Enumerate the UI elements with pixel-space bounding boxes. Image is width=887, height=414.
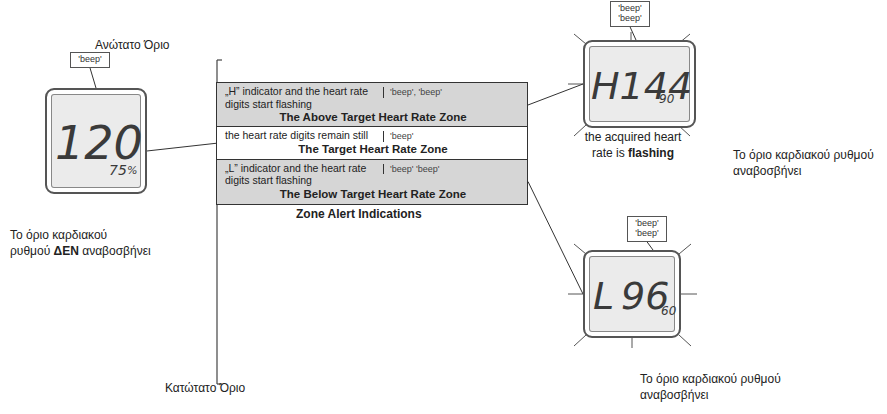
table-caption: Zone Alert Indications: [296, 207, 422, 221]
beep-sound: 'beep' 'beep': [618, 3, 641, 23]
leader-line: [630, 27, 636, 40]
upper-limit-label: Ανώτατο Όριο: [95, 38, 170, 54]
beep-bubble: 'beep': [70, 52, 110, 68]
note-label: αναβοσβήνει: [82, 244, 150, 258]
display-value: %: [127, 164, 137, 177]
note-label: ΔΕΝ: [54, 244, 79, 258]
leader-line: [90, 68, 96, 88]
caption-label: the acquired heart rate isflashing: [578, 130, 688, 161]
monitor-display: 12075%: [45, 88, 147, 194]
display-value: 75: [109, 162, 127, 178]
beep-note: 'beep' 'beep': [383, 164, 521, 175]
display-value: 60: [661, 304, 676, 318]
zone-description: the heart rate digits remain still: [225, 129, 383, 142]
leader-line: [528, 84, 583, 105]
beep-note: 'beep', 'beep': [383, 87, 521, 98]
upper-limit-label: Ανώτατο Όριο: [95, 38, 170, 52]
beep-bubble: 'beep' 'beep': [610, 1, 650, 27]
zone-heading: The Below Target Heart Rate Zone: [225, 188, 521, 202]
zone-heading: The Above Target Heart Rate Zone: [225, 111, 521, 125]
zone-heading: The Target Heart Rate Zone: [225, 143, 521, 157]
note-label: Το όριο καρδιακού ρυθμούΔΕΝαναβοσβήνει: [10, 228, 135, 259]
monitor-display: H14490: [583, 40, 696, 128]
monitor-display: L9660: [583, 250, 681, 338]
zone-description: „H” indicator and the heart rate digits …: [225, 85, 383, 110]
zone-row: the heart rate digits remain still'beep'…: [216, 126, 528, 160]
table-caption: Zone Alert Indications: [296, 207, 422, 223]
leader-line: [647, 242, 653, 250]
lower-limit-label: Κατώτατο Όριο: [165, 381, 245, 395]
flash-marks: [568, 32, 697, 348]
note-label: Το όριο καρδιακού ρυθμού αναβοσβήνει: [733, 148, 874, 178]
note-label: Το όριο καρδιακού ρυθμού αναβοσβήνει: [640, 372, 781, 402]
note-label: Το όριο καρδιακού ρυθμού αναβοσβήνει: [640, 372, 785, 403]
note-label: Το όριο καρδιακού ρυθμού αναβοσβήνει: [733, 148, 878, 179]
bracket-tick: [217, 59, 222, 60]
heart-rate-digits: L: [593, 274, 614, 318]
beep-bubble: 'beep' 'beep': [627, 216, 667, 242]
caption-label: flashing: [628, 146, 674, 160]
leader-line: [147, 143, 216, 151]
zone-row: „L” indicator and the heart rate digits …: [216, 159, 528, 205]
zone-row: „H” indicator and the heart rate digits …: [216, 82, 528, 128]
zone-description: „L” indicator and the heart rate digits …: [225, 162, 383, 187]
beep-sound: 'beep': [78, 54, 101, 64]
beep-note: 'beep': [383, 131, 521, 142]
lower-limit-label: Κατώτατο Όριο: [165, 381, 245, 397]
heart-rate-digits: H144: [591, 64, 692, 108]
display-value: 90: [659, 92, 674, 106]
beep-sound: 'beep' 'beep': [635, 218, 658, 238]
heart-rate-digits: 120: [55, 116, 143, 170]
leader-line: [528, 182, 583, 294]
